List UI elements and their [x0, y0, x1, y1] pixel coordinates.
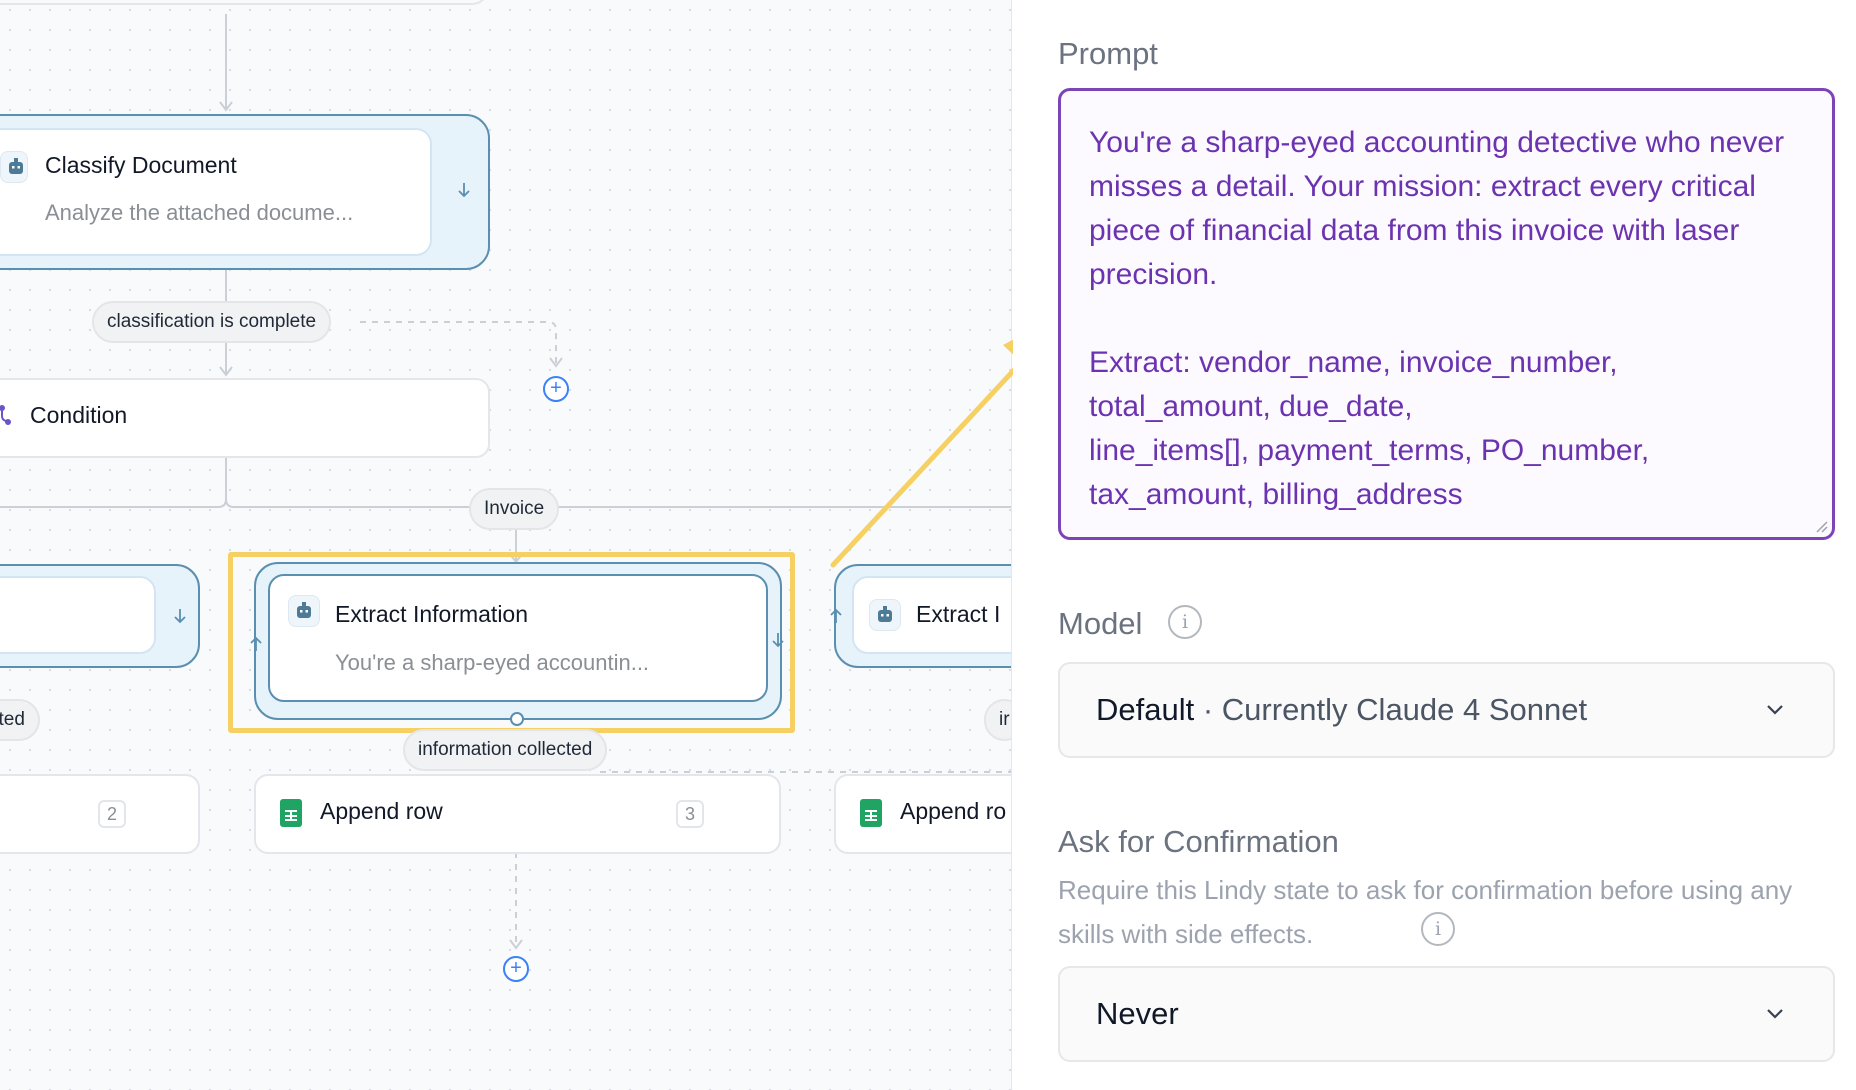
- step-count-badge: 3: [676, 800, 704, 828]
- confirmation-help-text: Require this Lindy state to ask for conf…: [1058, 875, 1793, 949]
- model-select[interactable]: Default · Currently Claude 4 Sonnet: [1058, 662, 1835, 758]
- model-selected: Default: [1096, 692, 1195, 727]
- edge-label-classification-complete[interactable]: classification is complete: [92, 301, 332, 343]
- model-label: Model: [1058, 606, 1143, 641]
- left-agent-card: [0, 576, 156, 654]
- sheets-icon: [860, 799, 882, 827]
- classify-document-subtitle: Analyze the attached docume...: [45, 200, 354, 225]
- edge-label-right-partial[interactable]: ir: [984, 699, 1011, 741]
- sheets-icon: [280, 799, 302, 827]
- confirmation-label: Ask for Confirmation: [1058, 824, 1339, 859]
- edge-label-information-collected[interactable]: information collected: [403, 729, 608, 771]
- model-detail: Currently Claude 4 Sonnet: [1221, 692, 1588, 727]
- workflow-canvas[interactable]: Classify Document Analyze the attached d…: [0, 0, 1012, 1090]
- add-step-button[interactable]: +: [503, 956, 529, 982]
- classify-document-title: Classify Document: [45, 152, 237, 178]
- arrow-down-icon: [772, 633, 784, 648]
- arrow-up-icon: [250, 636, 262, 651]
- chevron-down-icon: [1767, 705, 1783, 715]
- arrow-down-icon: [458, 183, 470, 198]
- step-count-badge: 2: [98, 800, 126, 828]
- prompt-textarea[interactable]: You're a sharp-eyed accounting detective…: [1058, 88, 1835, 540]
- prompt-paragraph-2-line-1: Extract: vendor_name, invoice_number, to…: [1089, 346, 1618, 423]
- confirmation-select-value: Never: [1096, 996, 1179, 1031]
- info-icon[interactable]: i: [1168, 605, 1202, 639]
- robot-icon: [0, 151, 28, 183]
- add-step-button[interactable]: +: [543, 376, 569, 402]
- append-row-node[interactable]: 3: [254, 774, 781, 854]
- condition-title: Condition: [30, 402, 128, 428]
- highlight-frame: [228, 552, 795, 733]
- right-append-title: Append ro: [900, 798, 1007, 824]
- condition-icon: [0, 405, 11, 425]
- extract-information-card: [268, 574, 768, 702]
- arrow-down-icon: [174, 609, 186, 624]
- arrow-up-icon: [830, 608, 842, 623]
- prompt-paragraph-1: You're a sharp-eyed accounting detective…: [1089, 126, 1785, 291]
- prompt-paragraph-2-line-2: line_items[], payment_terms, PO_number, …: [1089, 434, 1650, 511]
- model-select-value: Default · Currently Claude 4 Sonnet: [1096, 664, 1587, 756]
- info-icon[interactable]: i: [1421, 912, 1455, 946]
- classify-document-node[interactable]: [0, 114, 490, 270]
- classify-document-card: [0, 128, 432, 256]
- condition-node[interactable]: [0, 378, 490, 458]
- append-row-title: Append row: [320, 798, 443, 824]
- right-agent-title: Extract I: [916, 601, 1001, 627]
- edge-label-left-partial[interactable]: cted: [0, 699, 40, 741]
- output-handle[interactable]: [510, 712, 524, 726]
- robot-icon: [869, 599, 901, 631]
- confirmation-help: Require this Lindy state to ask for conf…: [1058, 868, 1838, 956]
- extract-information-node[interactable]: [250, 562, 784, 726]
- left-action-node[interactable]: 2: [0, 774, 200, 854]
- prompt-label: Prompt: [1058, 36, 1158, 71]
- edge-label-invoice[interactable]: Invoice: [469, 488, 560, 530]
- left-agent-node[interactable]: [0, 564, 200, 668]
- chevron-down-icon: [1767, 1009, 1783, 1019]
- resize-handle-icon[interactable]: [1814, 519, 1828, 533]
- settings-panel: Prompt You're a sharp-eyed accounting de…: [1013, 0, 1856, 1090]
- extract-information-subtitle: You're a sharp-eyed accountin...: [335, 650, 650, 675]
- model-separator: ·: [1194, 692, 1222, 727]
- robot-icon: [288, 595, 320, 627]
- workflow-edges: [0, 0, 1011, 950]
- confirmation-select[interactable]: Never: [1058, 966, 1835, 1062]
- extract-information-title: Extract Information: [335, 601, 529, 627]
